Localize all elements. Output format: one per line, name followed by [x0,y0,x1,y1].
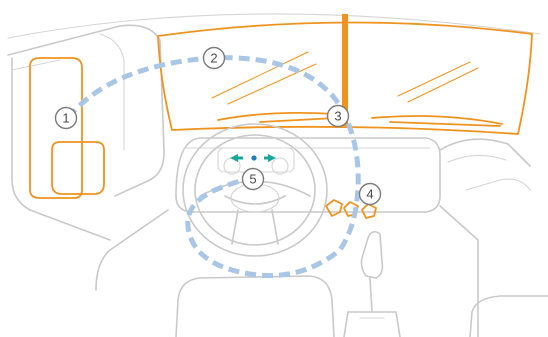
marker-2-label: 2 [210,51,217,66]
marker-3-label: 3 [334,109,341,124]
passenger-seat [470,296,548,337]
gear-shift [344,232,400,337]
marker-4: 4 [360,184,381,205]
marker-3: 3 [328,106,349,127]
marker-1: 1 [56,108,77,129]
turn-signal-left-icon [230,154,243,162]
marker-4-label: 4 [366,187,373,202]
driver-seat [176,276,334,337]
marker-1-label: 1 [62,111,69,126]
indicator-dot-icon [251,155,256,160]
marker-5: 5 [243,169,264,190]
marker-2: 2 [204,48,225,69]
marker-5-label: 5 [249,172,256,187]
